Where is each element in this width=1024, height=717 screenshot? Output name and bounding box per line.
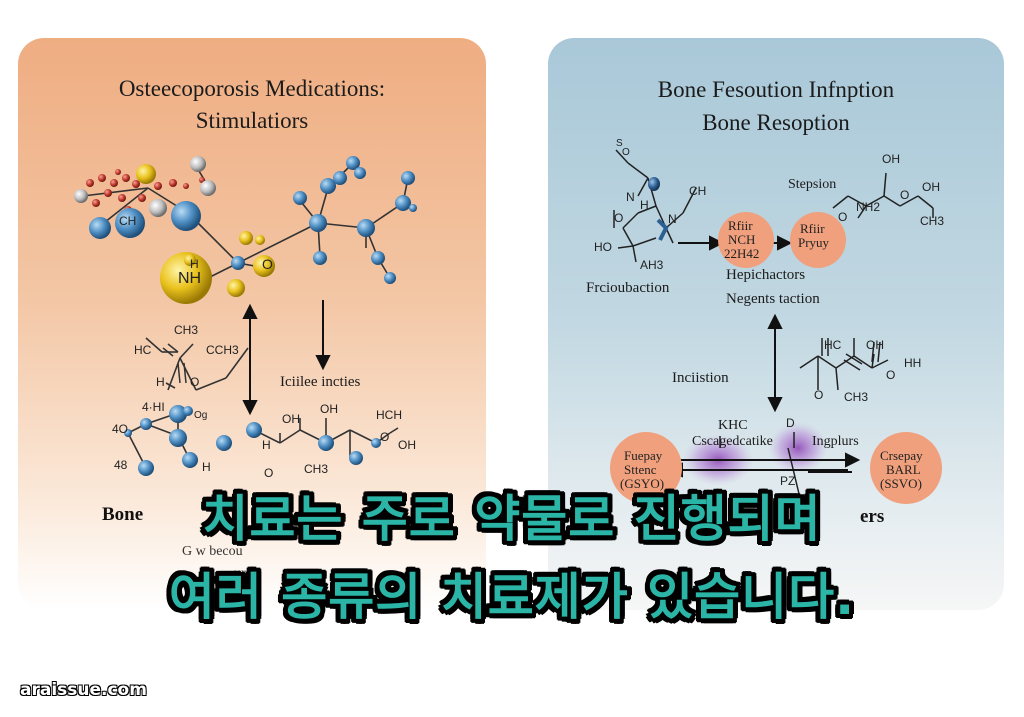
label-oh-1: OH [282, 412, 300, 426]
label-cscage: Cscagedcatike [692, 434, 773, 449]
left-panel-title-line1: Osteecoporosis Medications: [118, 76, 386, 101]
circle3-line1: Fuepay [624, 448, 663, 463]
label-og: Og [194, 410, 208, 421]
label-o-r: O [380, 430, 390, 444]
label-4o: 4O [112, 422, 129, 436]
right-panel-title-line2: Bone Resoption [702, 110, 850, 135]
caption-line1: 치료는 주로 약물로 진행되며 [202, 490, 822, 548]
label-d: D [786, 416, 795, 430]
label-nh: NH [178, 270, 202, 287]
circle2-line1: Rfiir [800, 221, 825, 236]
circle4-line2: BARL [886, 462, 921, 477]
label-4hi: 4·HI [142, 400, 165, 414]
caption-line2: 여러 종류의 치료제가 있습니다. [168, 568, 856, 626]
label-h: H [640, 198, 649, 212]
label-oh-mid: OH [866, 338, 884, 352]
label-hc-mid: HC [824, 338, 842, 352]
circle1-line2: NCH [728, 232, 756, 247]
label-o-ring: O [614, 211, 624, 225]
label-bone: Bone [102, 504, 144, 525]
label-o-left: O [190, 375, 200, 389]
label-nh2: NH2 [856, 200, 881, 214]
label-ho: HO [594, 240, 612, 254]
label-fraction: Frcioubaction [586, 280, 670, 296]
label-cch3: CCH3 [206, 343, 239, 357]
label-o-tr: O [838, 210, 848, 224]
label-h-top: H [190, 257, 199, 271]
label-ah3: AH3 [640, 258, 664, 272]
label-n2: N [668, 212, 677, 226]
label-ch3-mid: CH3 [844, 390, 869, 404]
label-so: S [616, 138, 623, 149]
circle4-line1: Crsepay [880, 448, 923, 463]
left-panel-title-line2: Stimulatiors [195, 108, 309, 133]
right-panel-title-line1: Bone Fesoution Infnption [657, 77, 895, 102]
circle1-line1: Rfiir [728, 218, 753, 233]
label-hc: HC [134, 343, 152, 357]
label-ch3-chain: CH3 [304, 462, 329, 476]
circle2-line2: Pryuy [798, 235, 830, 250]
label-r: R [640, 506, 654, 527]
label-incistion: Inciistion [672, 370, 729, 386]
label-oh-tr2: OH [922, 180, 940, 194]
label-o-top: O [262, 256, 273, 272]
label-o1: O [622, 147, 630, 158]
label-h-left: H [156, 375, 165, 389]
label-hch: HCH [376, 408, 402, 422]
circle1-line3: 22H42 [724, 246, 760, 261]
label-ch3-tr: CH3 [920, 214, 945, 228]
label-stepsion: Stepsion [788, 177, 837, 192]
right-panel: Bone Fesoution Infnption Bone Resoption [548, 38, 1004, 610]
circle3-line2: Sttenc [624, 462, 657, 477]
left-molecule-diagram [74, 156, 417, 476]
label-o-chain: O [264, 466, 274, 480]
label-o-tr3: O [900, 188, 910, 202]
label-ingplurs: Ingplurs [812, 434, 859, 449]
label-o-mid: O [814, 388, 824, 402]
label-mid-caption: Iciilee incties [280, 374, 361, 390]
label-bottom-2: ur F [234, 566, 257, 581]
label-khc: KHC [718, 418, 748, 433]
left-panel: Osteecoporosis Medications: Stimulatiors [18, 38, 486, 610]
circle4-line3: (SSVO) [880, 476, 922, 491]
label-48: 48 [114, 458, 128, 472]
label-h-chain: H [262, 438, 271, 452]
watermark: araissue.com [20, 680, 147, 700]
label-hh: HH [904, 356, 922, 370]
label-o-mid2: O [886, 368, 896, 382]
label-oh-2: OH [320, 402, 338, 416]
label-oh-tr: OH [882, 152, 900, 166]
label-n: N [626, 190, 635, 204]
label-oh-small: CH [119, 214, 137, 228]
label-ch3: CH3 [174, 323, 199, 337]
label-negents: Negents taction [726, 291, 820, 307]
label-ers: ers [860, 506, 885, 527]
label-oh-r: OH [398, 438, 416, 452]
label-h-bottom: H [202, 460, 211, 474]
label-ch: CH [689, 184, 707, 198]
label-pz: PZ [780, 474, 796, 488]
label-bottom-1: G w becou [182, 544, 243, 559]
right-pathway-diagram [610, 149, 942, 504]
circle3-line3: (GSYO) [620, 476, 665, 491]
label-hepich: Hepichactors [726, 267, 806, 283]
